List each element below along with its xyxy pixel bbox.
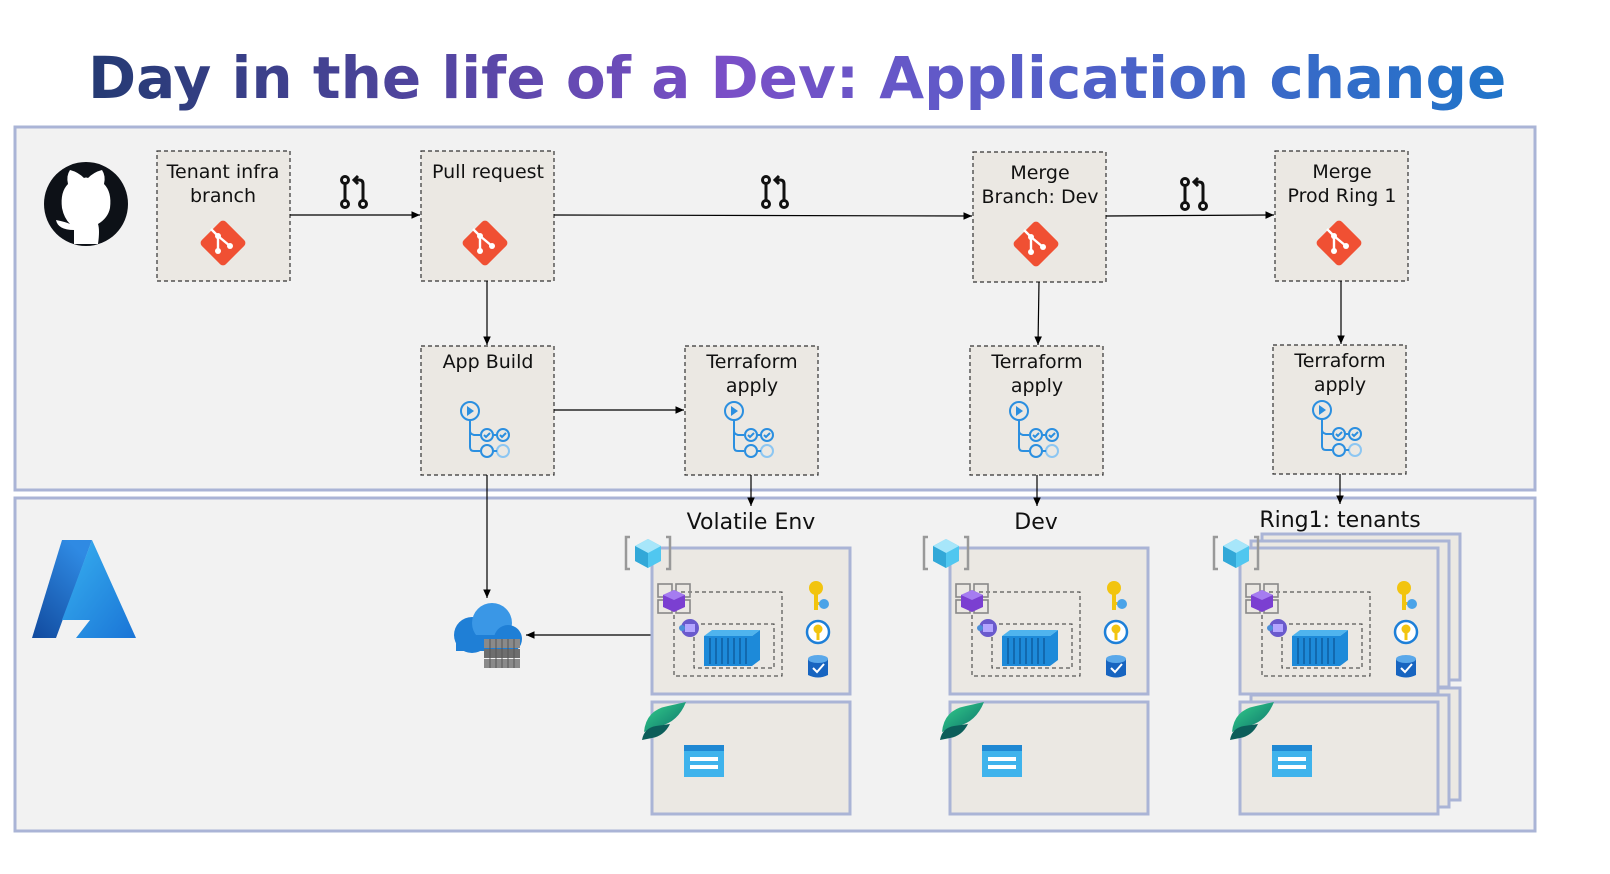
pipeline-box-terraform-ring1[interactable]: Terraform apply <box>1272 344 1407 475</box>
branch-box-tenant-infra[interactable]: Tenant infra branch <box>156 150 291 282</box>
pipeline-label: apply <box>726 375 778 397</box>
pipeline-label: Terraform <box>705 351 797 373</box>
branch-label: Tenant infra <box>166 161 280 183</box>
pipeline-label: App Build <box>443 351 534 373</box>
pipeline-box-app-build[interactable]: App Build <box>420 345 555 476</box>
branch-box-pull-request[interactable]: Pull request <box>420 150 555 282</box>
environment-volatile[interactable] <box>624 535 850 814</box>
arrow-merge-dev-to-terraform <box>1034 281 1042 346</box>
container-registry-icon <box>454 603 522 668</box>
pipeline-label: apply <box>1314 374 1366 396</box>
env-label-dev: Dev <box>1014 510 1058 535</box>
branch-label: Prod Ring 1 <box>1288 185 1397 207</box>
branch-label: Branch: Dev <box>981 186 1098 208</box>
branch-label: Merge <box>1312 161 1371 183</box>
branch-label: Merge <box>1010 162 1069 184</box>
branch-box-merge-prod-ring1[interactable]: Merge Prod Ring 1 <box>1274 150 1409 282</box>
page-title: Day in the life of a Dev: Application ch… <box>88 44 1506 112</box>
arrow-pr-to-merge-dev <box>553 212 973 220</box>
pipeline-label: apply <box>1011 375 1063 397</box>
branch-label: Pull request <box>432 161 544 183</box>
pipeline-label: Terraform <box>990 351 1082 373</box>
environment-ring1-tenants[interactable] <box>1212 532 1462 814</box>
arrow-merge-dev-to-ring1 <box>1105 211 1275 219</box>
branch-box-merge-dev[interactable]: Merge Branch: Dev <box>972 151 1107 283</box>
branch-label: branch <box>190 185 256 207</box>
pipeline-label: Terraform <box>1293 350 1385 372</box>
env-label-ring1: Ring1: tenants <box>1259 508 1420 533</box>
environment-dev[interactable] <box>922 535 1148 814</box>
pipeline-box-terraform-dev[interactable]: Terraform apply <box>969 345 1104 476</box>
env-label-volatile: Volatile Env <box>687 510 816 535</box>
github-icon <box>44 162 128 246</box>
azure-icon <box>32 540 136 638</box>
pipeline-box-terraform-volatile[interactable]: Terraform apply <box>684 345 819 476</box>
